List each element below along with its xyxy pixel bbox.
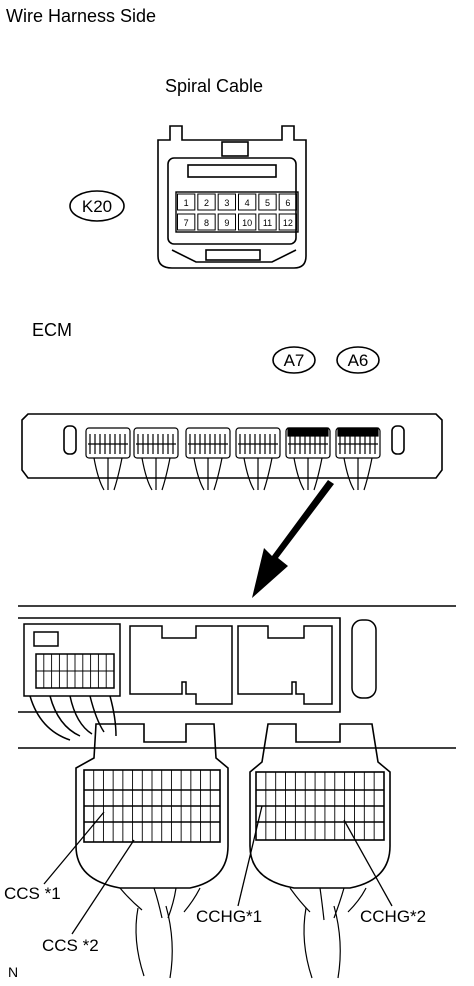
pin-number: 5 — [265, 198, 270, 208]
pin-cell — [197, 213, 216, 231]
ecm-plug — [285, 427, 331, 491]
connector-code-a6: A6 — [348, 351, 369, 370]
pin-number: 11 — [263, 218, 272, 228]
pin-cell — [217, 193, 237, 211]
pin-cell — [217, 213, 237, 231]
pin-number: 12 — [283, 218, 293, 228]
pin-number: 10 — [242, 218, 252, 228]
spiral-cable-label: Spiral Cable — [165, 76, 264, 96]
connector-code-k20: K20 — [82, 197, 112, 216]
pin-cell — [258, 193, 277, 211]
connector-code-a6-badge: A6 — [336, 346, 380, 374]
ecm-plug — [85, 427, 131, 491]
pin-number: 3 — [224, 198, 229, 208]
figure-mark: N — [8, 964, 19, 980]
connector-code-a7: A7 — [284, 351, 305, 370]
pin-number: 8 — [204, 218, 209, 228]
ecm-label: ECM — [32, 320, 72, 340]
callout-ccs-2: CCS *2 — [42, 936, 99, 955]
ecm-plug — [335, 427, 381, 491]
pin-number: 7 — [184, 218, 189, 228]
callout-cchg-1: CCHG*1 — [196, 907, 263, 926]
ccs-plug — [75, 723, 229, 979]
spiral-cable-connector — [157, 125, 307, 269]
callout-cchg-2: CCHG*2 — [360, 907, 427, 926]
callout-leaders — [43, 805, 393, 935]
ecm-module — [21, 413, 443, 479]
pin-number: 2 — [204, 198, 209, 208]
pin-cell — [278, 193, 297, 211]
pin-number: 4 — [245, 198, 250, 208]
zoom-arrow-icon — [252, 480, 334, 598]
ecm-plug — [235, 427, 281, 491]
connector-code-a7-badge: A7 — [272, 346, 316, 374]
pin-number: 6 — [285, 198, 290, 208]
cchg-plug — [249, 723, 391, 979]
pin-cell — [177, 213, 196, 231]
pin-cell — [258, 213, 277, 231]
pin-number: 9 — [224, 218, 229, 228]
callout-ccs-1: CCS *1 — [4, 884, 61, 903]
connector-code-k20-badge: K20 — [69, 190, 125, 222]
pin-cell — [197, 193, 216, 211]
pin-cell — [238, 213, 257, 231]
pin-cell — [278, 213, 297, 231]
enlarged-view — [18, 605, 456, 749]
ecm-connector-row — [85, 427, 381, 491]
ecm-plug — [133, 427, 179, 491]
pin-cell — [177, 193, 196, 211]
ecm-plug — [185, 427, 231, 491]
pin-cell — [238, 193, 257, 211]
pin-number: 1 — [184, 198, 189, 208]
page-title: Wire Harness Side — [6, 6, 157, 26]
